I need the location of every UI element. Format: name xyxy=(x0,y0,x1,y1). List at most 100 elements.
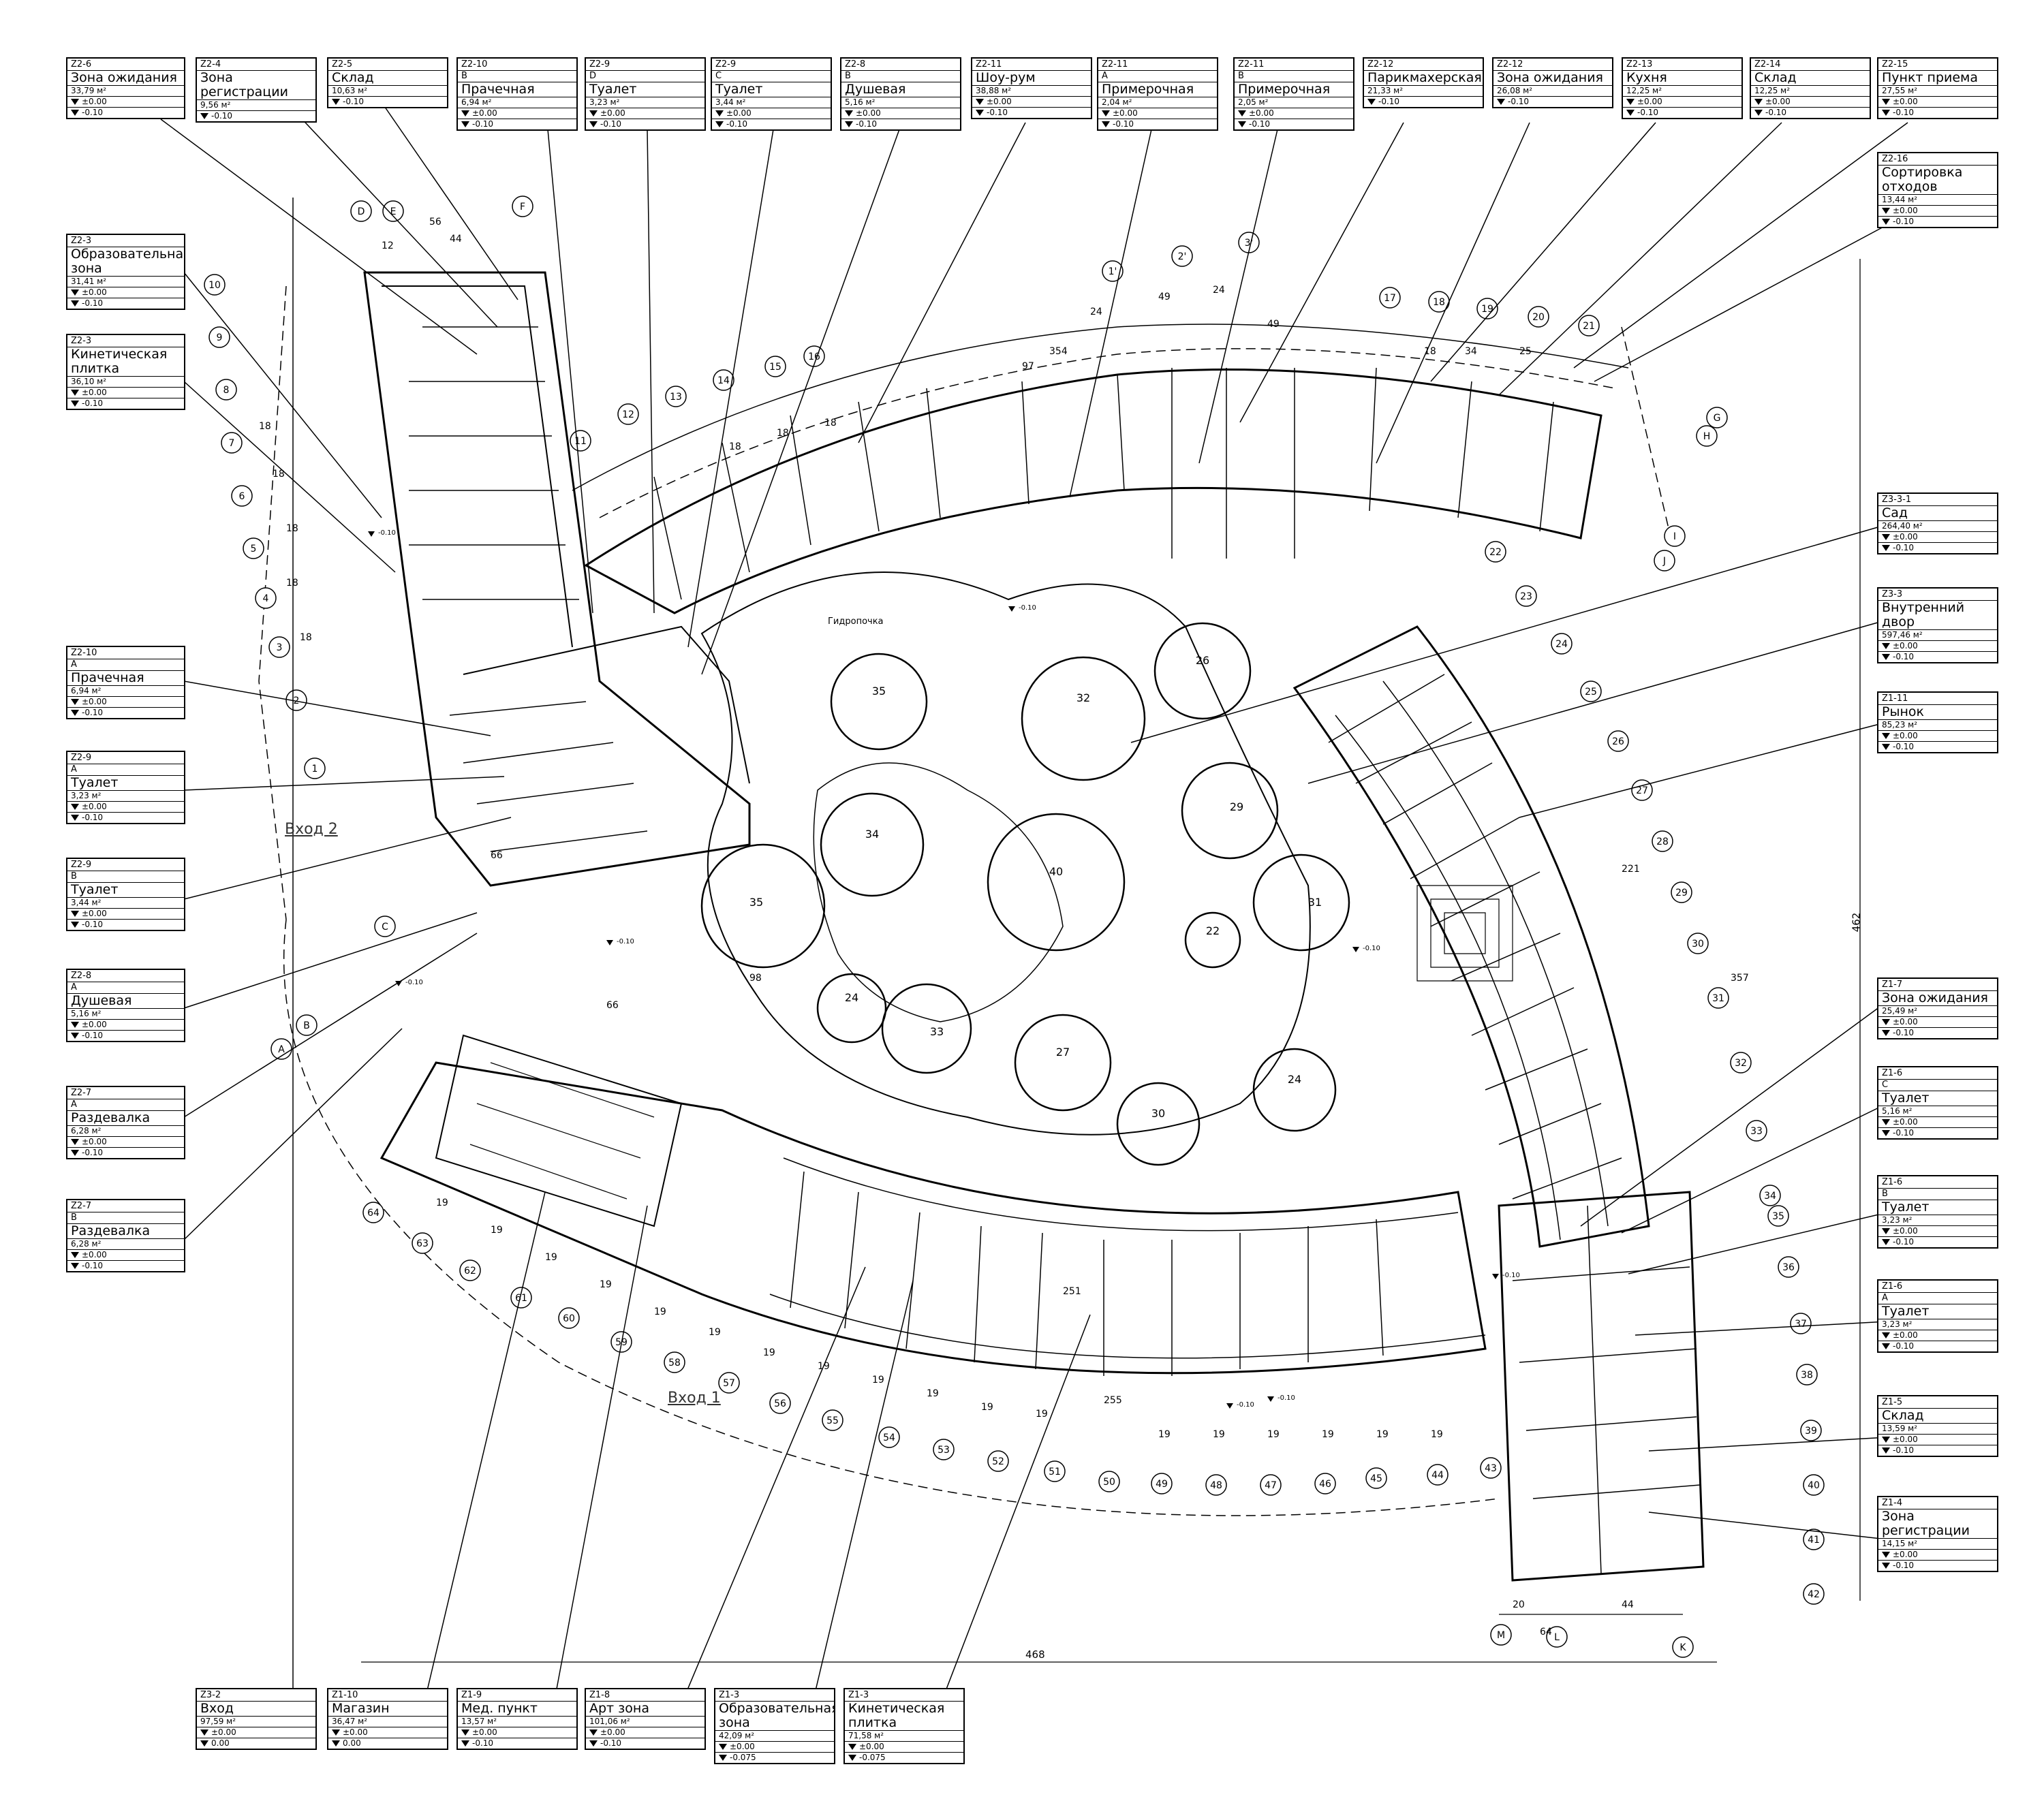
room-level-value: -0.10 xyxy=(1893,742,1915,751)
svg-text:31: 31 xyxy=(1308,896,1322,909)
room-code: Z2-6 xyxy=(67,59,184,71)
svg-text:18: 18 xyxy=(259,421,271,432)
level-triangle-icon xyxy=(1882,1563,1890,1569)
room-level: -0.10 xyxy=(1878,108,1997,118)
room-name: Кинетическая плитка xyxy=(67,347,184,377)
level-triangle-icon xyxy=(1238,121,1246,127)
level-outline-triangle-icon xyxy=(1626,99,1635,105)
room-level-value: ±0.00 xyxy=(1893,1117,1918,1127)
svg-text:221: 221 xyxy=(1622,864,1640,875)
svg-text:50: 50 xyxy=(1103,1477,1115,1488)
room-level: ±0.00 xyxy=(67,287,184,298)
level-outline-triangle-icon xyxy=(71,1022,79,1028)
svg-text:19: 19 xyxy=(491,1225,503,1236)
level-triangle-icon xyxy=(589,1740,598,1747)
room-name: Туалет xyxy=(712,82,831,97)
room-subcode: B xyxy=(841,71,960,82)
level-triangle-icon xyxy=(71,110,79,116)
room-subcode: C xyxy=(712,71,831,82)
room-level: ±0.00 xyxy=(1878,1226,1997,1237)
svg-text:15: 15 xyxy=(769,362,781,373)
east-wing xyxy=(1292,625,1650,1248)
room-subcode: B xyxy=(458,71,576,82)
room-level: ±0.00 xyxy=(1878,1017,1997,1028)
room-level-value: ±0.00 xyxy=(82,697,107,706)
room-code: Z2-12 xyxy=(1364,59,1483,71)
room-level: 0.00 xyxy=(328,1738,447,1749)
room-level: ±0.00 xyxy=(67,909,184,920)
svg-text:19: 19 xyxy=(1036,1409,1048,1420)
room-area: 36,47 м² xyxy=(328,1717,447,1727)
room-name: Арт зона xyxy=(586,1702,704,1717)
svg-text:44: 44 xyxy=(450,234,462,245)
room-level-value: -0.10 xyxy=(472,119,494,129)
level-outline-triangle-icon xyxy=(589,1729,598,1736)
room-code: Z2-13 xyxy=(1623,59,1741,71)
courtyard-path xyxy=(700,572,1311,1136)
room-name: Образовательная зона xyxy=(715,1702,834,1731)
room-code: Z1-6 xyxy=(1878,1281,1997,1293)
room-code: Z2-9 xyxy=(67,752,184,764)
room-level-value: -0.075 xyxy=(859,1753,886,1762)
svg-text:2': 2' xyxy=(1178,251,1187,262)
svg-text:60: 60 xyxy=(563,1313,575,1324)
room-level-value: ±0.00 xyxy=(1893,1550,1918,1559)
room-code: Z2-7 xyxy=(67,1087,184,1099)
room-level: ±0.00 xyxy=(458,108,576,119)
room-level-value: ±0.00 xyxy=(600,1727,625,1737)
room-area: 36,10 м² xyxy=(67,377,184,388)
room-level: -0.10 xyxy=(1878,652,1997,662)
level-outline-triangle-icon xyxy=(589,110,598,116)
room-area: 71,58 м² xyxy=(845,1731,963,1742)
room-name: Туалет xyxy=(1878,1200,1997,1215)
svg-text:19: 19 xyxy=(818,1361,830,1372)
svg-text:-0.10: -0.10 xyxy=(617,938,634,945)
svg-text:28: 28 xyxy=(1656,836,1669,847)
svg-text:98: 98 xyxy=(749,973,762,984)
room-level: -0.10 xyxy=(1878,1561,1997,1571)
room-code: Z2-12 xyxy=(1493,59,1612,71)
svg-text:18: 18 xyxy=(286,523,298,534)
svg-text:A: A xyxy=(278,1044,285,1055)
room-name: Парикмахерская xyxy=(1364,71,1483,86)
level-triangle-icon xyxy=(200,1740,208,1747)
svg-text:12: 12 xyxy=(382,240,394,251)
svg-text:H: H xyxy=(1703,431,1711,442)
level-triangle-icon xyxy=(71,401,79,407)
svg-text:32: 32 xyxy=(1077,691,1090,704)
room-level: -0.10 xyxy=(586,1738,704,1749)
svg-text:61: 61 xyxy=(515,1293,527,1304)
svg-text:57: 57 xyxy=(723,1378,735,1389)
svg-text:27: 27 xyxy=(1636,785,1648,796)
room-level: -0.10 xyxy=(67,920,184,930)
svg-text:4: 4 xyxy=(263,593,269,604)
room-level-value: -0.10 xyxy=(1113,119,1134,129)
level-triangle-icon xyxy=(1626,110,1635,116)
room-code: Z2-9 xyxy=(67,859,184,871)
axis-markers: 1 2 3 4 5 6 7 8 9 10 11 12 13 14 15 16 1… xyxy=(204,195,1825,1658)
room-code: Z2-3 xyxy=(67,335,184,347)
room-name: Зона ожидания xyxy=(1493,71,1612,86)
room-level-value: 0.00 xyxy=(211,1738,230,1748)
room-subcode: A xyxy=(67,764,184,776)
room-area: 264,40 м² xyxy=(1878,521,1997,532)
svg-text:35: 35 xyxy=(749,896,763,909)
svg-text:6: 6 xyxy=(239,491,245,502)
svg-text:25: 25 xyxy=(1585,687,1597,698)
room-level-value: -0.10 xyxy=(343,97,365,106)
room-area: 3,44 м² xyxy=(67,898,184,909)
room-level: -0.10 xyxy=(67,298,184,309)
room-level: ±0.00 xyxy=(1878,731,1997,742)
svg-text:19: 19 xyxy=(1322,1429,1334,1440)
room-subcode: A xyxy=(67,982,184,994)
